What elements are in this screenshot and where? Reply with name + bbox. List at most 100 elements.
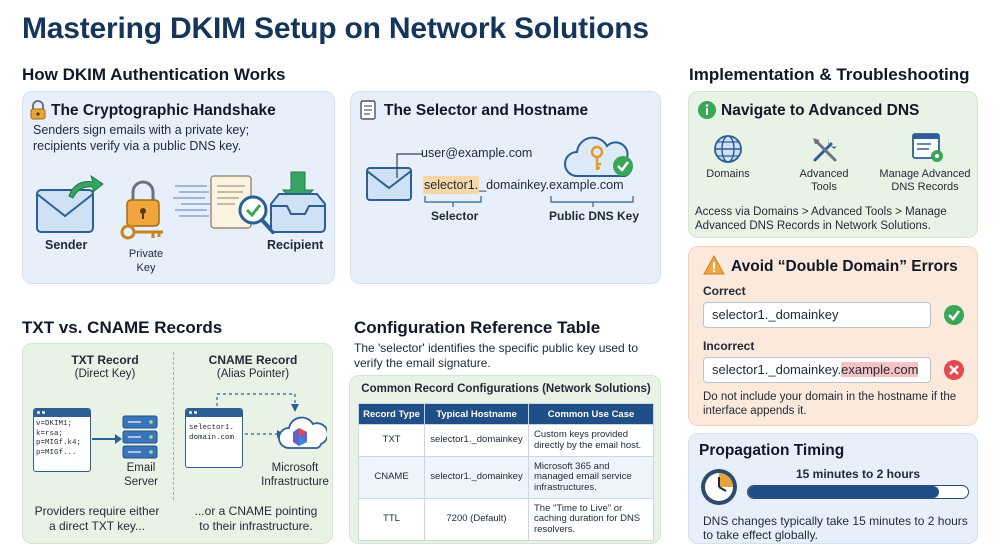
cname-caption-1: ...or a CNAME pointing	[194, 504, 318, 518]
recipient-inbox-icon	[270, 171, 326, 233]
txt-caption-2: a direct TXT key...	[48, 519, 146, 533]
config-desc-1: The 'selector' identifies the specific p…	[354, 341, 639, 355]
table-header: Record Type	[358, 403, 425, 425]
handshake-card: The Cryptographic Handshake Senders sign…	[22, 91, 335, 284]
cname-caption-2: to their infrastructure.	[199, 519, 313, 533]
microsoft-label-1: Microsoft	[271, 462, 319, 474]
cname-code-window: selector1. domain.com	[185, 408, 243, 468]
microsoft-label-2: Infrastructure	[261, 476, 329, 488]
warning-icon	[703, 255, 725, 275]
propagation-card: Propagation Timing 15 minutes to 2 hours…	[688, 433, 978, 544]
domains-label: Domains	[706, 168, 750, 180]
table-cell: selector1._domainkey	[424, 424, 529, 457]
propagation-desc-2: to take effect globally.	[703, 528, 818, 542]
private-key-label-1: Private	[128, 248, 164, 260]
cname-code-line: domain.com	[189, 434, 235, 442]
code-line: p=MIGf.k4;	[36, 439, 82, 447]
server-icon	[122, 415, 158, 459]
correct-example-field: selector1._domainkey	[703, 302, 931, 328]
selector-highlight: selector1.	[423, 176, 480, 194]
tools-icon	[813, 138, 837, 162]
hostname-example: selector1._domainkey.example.com	[423, 176, 624, 194]
handshake-desc-1: Senders sign emails with a private key;	[33, 123, 250, 137]
table-row: CNAME selector1._domainkey Microsoft 365…	[358, 456, 654, 499]
cname-record-sub: (Alias Pointer)	[216, 368, 290, 380]
table-header: Typical Hostname	[424, 403, 529, 425]
propagation-range: 15 minutes to 2 hours	[795, 467, 921, 481]
navigate-card: Navigate to Advanced DNS Domains Advance…	[688, 91, 978, 238]
cname-code-line: selector1.	[189, 424, 235, 432]
section-heading-txt-cname: TXT vs. CNAME Records	[22, 318, 223, 337]
propagation-progress-bar	[747, 485, 969, 499]
clock-icon	[701, 469, 737, 505]
selector-heading: The Selector and Hostname	[384, 102, 589, 119]
selector-label: Selector	[431, 209, 479, 223]
propagation-desc-1: DNS changes typically take 15 minutes to…	[703, 514, 968, 528]
txt-caption-1: Providers require either	[34, 504, 160, 518]
txt-record-title: TXT Record	[71, 353, 139, 367]
arrow-right-icon	[92, 434, 122, 444]
table-cell: 7200 (Default)	[424, 498, 529, 541]
table-title: Common Record Configurations (Network So…	[361, 383, 651, 395]
manage-dns-icon	[912, 133, 943, 162]
table-header: Common Use Case	[528, 403, 654, 425]
propagation-heading: Propagation Timing	[699, 442, 845, 459]
sender-envelope-icon	[36, 174, 104, 233]
table-cell: TXT	[358, 424, 425, 457]
email-envelope-icon	[366, 167, 412, 201]
cname-record-title: CNAME Record	[208, 353, 298, 367]
section-heading-impl: Implementation & Troubleshooting	[689, 65, 970, 84]
lock-icon	[30, 100, 46, 120]
double-desc-2: interface appends it.	[703, 405, 807, 417]
brackets	[424, 196, 634, 207]
info-icon	[698, 101, 716, 119]
table-cell: selector1._domainkey	[424, 456, 529, 499]
handshake-desc-2: recipients verify via a public DNS key.	[33, 139, 242, 153]
code-line: k=rsa;	[36, 429, 64, 438]
double-desc-1: Do not include your domain in the hostna…	[703, 391, 957, 403]
error-icon	[944, 360, 964, 380]
code-line: v=DKIM1;	[36, 420, 73, 428]
email-server-label-2: Server	[124, 476, 158, 488]
advanced-tools-label-2: Tools	[811, 181, 837, 193]
globe-icon	[714, 135, 742, 163]
double-domain-heading: Avoid “Double Domain” Errors	[731, 258, 958, 275]
table-cell: CNAME	[358, 456, 425, 499]
hostname-rest: _domainkey.example.com	[479, 178, 624, 192]
table-cell: TTL	[358, 498, 425, 541]
advanced-tools-label-1: Advanced	[799, 168, 849, 180]
manage-dns-label-1: Manage Advanced	[879, 168, 971, 180]
txt-code-window: v=DKIM1; k=rsa; p=MIGf.k4; p=MIGf...	[33, 408, 91, 472]
check-icon	[944, 305, 964, 325]
navigate-desc-2: Advanced DNS Records in Network Solution…	[695, 220, 931, 232]
incorrect-value: selector1._domainkey.	[712, 362, 842, 377]
recipient-label: Recipient	[267, 238, 324, 252]
page-title: Mastering DKIM Setup on Network Solution…	[22, 12, 649, 45]
incorrect-highlight: example.com	[841, 362, 919, 377]
config-table-card: Common Record Configurations (Network So…	[349, 375, 661, 544]
config-table: Record Type Typical Hostname Common Use …	[358, 403, 654, 541]
incorrect-label: Incorrect	[703, 339, 755, 353]
progress-fill	[748, 486, 940, 498]
code-line: p=MIGf...	[36, 448, 77, 457]
correct-value: selector1._domainkey	[712, 307, 839, 322]
microsoft-cloud-icon	[278, 416, 327, 449]
records-card: TXT Record (Direct Key) CNAME Record (Al…	[22, 343, 333, 544]
incorrect-example-field: selector1._domainkey.example.com	[703, 357, 931, 383]
section-heading-how: How DKIM Authentication Works	[22, 65, 286, 84]
correct-label: Correct	[703, 284, 746, 298]
public-key-label: Public DNS Key	[549, 209, 640, 223]
private-key-icon	[120, 180, 163, 240]
private-key-label-2: Key	[136, 262, 156, 274]
email-server-label-1: Email	[126, 462, 156, 474]
table-row: TXT selector1._domainkey Custom keys pro…	[358, 424, 654, 457]
double-domain-card: Avoid “Double Domain” Errors Correct sel…	[688, 246, 978, 426]
sender-label: Sender	[45, 238, 88, 252]
signed-document-icon	[173, 175, 275, 234]
table-row: TTL 7200 (Default) The "Time to Live" or…	[358, 498, 654, 541]
navigate-desc-1: Access via Domains > Advanced Tools > Ma…	[695, 206, 947, 218]
txt-record-sub: (Direct Key)	[74, 368, 136, 380]
selector-card: The Selector and Hostname user@example.c…	[350, 91, 661, 284]
